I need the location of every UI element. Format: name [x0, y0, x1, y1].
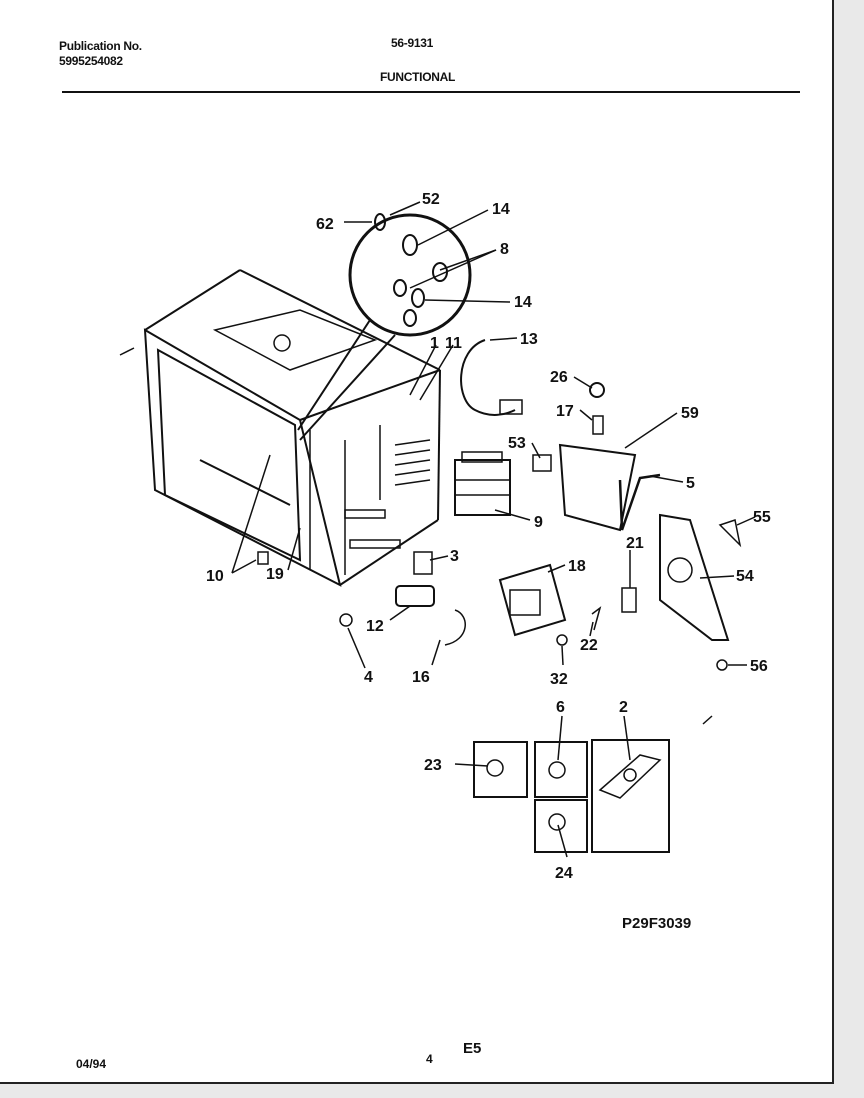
- callout-14-top: 14: [492, 201, 510, 218]
- callout-32: 32: [550, 671, 568, 688]
- callout-52: 52: [422, 191, 440, 208]
- publication-label: Publication No.: [59, 39, 142, 53]
- callout-13: 13: [520, 331, 538, 348]
- callout-24: 24: [555, 865, 573, 882]
- callout-17: 17: [556, 403, 574, 420]
- callout-6: 6: [556, 699, 565, 716]
- publication-number: 5995254082: [59, 54, 123, 68]
- waveguide: [558, 443, 637, 532]
- header-rule: [62, 91, 800, 93]
- callout-10: 10: [206, 568, 224, 585]
- footer-page-number: 4: [426, 1052, 433, 1066]
- callout-53: 53: [508, 435, 526, 452]
- detail-circle: [297, 213, 472, 441]
- component-boxes: [473, 739, 670, 853]
- fan-bracket: [659, 513, 730, 641]
- transformer: [498, 563, 567, 637]
- callout-labels: 62 52 14 8 14 1 11 13 26 17 59 53 5 9 55…: [206, 191, 771, 932]
- callout-19: 19: [266, 566, 284, 583]
- callout-2: 2: [619, 699, 628, 716]
- callout-55: 55: [753, 509, 771, 526]
- callout-14-bottom: 14: [514, 294, 532, 311]
- callout-59: 59: [681, 405, 699, 422]
- callout-21: 21: [626, 535, 644, 552]
- callout-11: 11: [445, 335, 462, 352]
- callout-4: 4: [364, 669, 373, 686]
- callout-23: 23: [424, 757, 442, 774]
- callout-5: 5: [686, 475, 695, 492]
- callout-18: 18: [568, 558, 586, 575]
- magnetron: [454, 451, 511, 516]
- callout-54: 54: [736, 568, 754, 585]
- callout-3: 3: [450, 548, 459, 565]
- callout-8: 8: [500, 241, 509, 258]
- figure-code: P29F3039: [622, 915, 691, 932]
- callout-62: 62: [316, 216, 334, 233]
- callout-16: 16: [412, 669, 430, 686]
- callout-12: 12: [366, 618, 384, 635]
- footer-section-code: E5: [463, 1040, 482, 1057]
- callout-9: 9: [534, 514, 543, 531]
- callout-1: 1: [430, 335, 439, 352]
- callout-22: 22: [580, 637, 598, 654]
- callout-26: 26: [550, 369, 568, 386]
- footer-date: 04/94: [76, 1057, 107, 1071]
- paper-sheet: [0, 0, 834, 1084]
- callout-56: 56: [750, 658, 768, 675]
- section-title: FUNCTIONAL: [380, 70, 455, 84]
- wire-harness: [460, 339, 516, 416]
- model-number: 56-9131: [391, 36, 433, 50]
- oven-cabinet: [143, 269, 441, 587]
